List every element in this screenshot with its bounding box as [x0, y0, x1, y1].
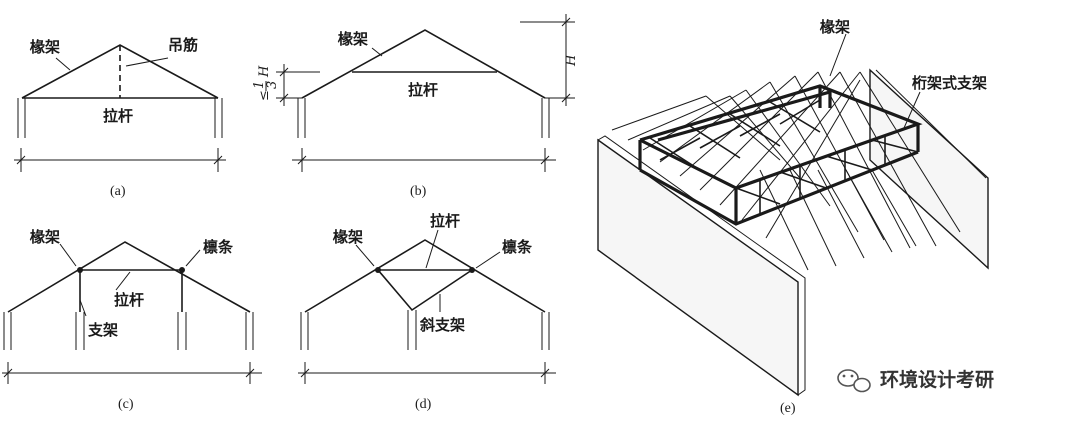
svg-text:H: H: [257, 65, 272, 78]
diagonal-support: [377, 269, 473, 312]
rafter-lines: [7, 241, 251, 313]
span-dimension: [14, 148, 226, 172]
left-wall: [3, 312, 12, 350]
right-wall: [541, 312, 550, 350]
center-wall: [407, 310, 417, 350]
right-wall: [245, 312, 254, 350]
label-truss-support-e: 桁架式支架: [912, 74, 987, 92]
ratio-label: ≤ 1 3 H: [252, 65, 280, 101]
span-dimension: [298, 362, 556, 384]
label-tie-b: 拉杆: [408, 81, 438, 99]
inner-wall-right: [177, 312, 187, 350]
panel-e: 椽架 桁架式支架 (e): [597, 18, 989, 416]
label-rafter-e: 椽架: [819, 18, 850, 36]
panel-b: H ≤ 1 3 H 椽架 拉杆 (b): [252, 14, 579, 199]
span-dimension: [292, 148, 556, 172]
right-wall: [541, 98, 550, 138]
height-dimension: [520, 14, 575, 106]
svg-text:1: 1: [252, 81, 267, 89]
label-hanger-a: 吊筋: [168, 36, 198, 54]
purlin-node-left: [375, 267, 381, 273]
rafter-lines: [304, 239, 546, 313]
tie-height-dimension: [276, 64, 320, 106]
caption-b: (b): [410, 184, 427, 199]
label-rafter-a: 椽架: [29, 38, 60, 56]
panel-d: 椽架 拉杆 檩条 斜支架 (d): [298, 212, 556, 412]
far-wall: [869, 68, 989, 270]
label-rafter-c: 椽架: [29, 228, 60, 246]
label-tie-a: 拉杆: [103, 107, 133, 125]
label-rafter-d: 椽架: [332, 228, 363, 246]
label-diag-support-d: 斜支架: [419, 316, 465, 334]
caption-c: (c): [118, 397, 134, 412]
label-purlin-c: 檩条: [203, 238, 234, 256]
left-wall: [17, 98, 26, 138]
rafters-overhang: [759, 169, 917, 271]
watermark-text: 环境设计考研: [880, 368, 994, 391]
label-support-c: 支架: [87, 321, 118, 339]
purlin-node-left: [77, 267, 83, 273]
height-label: H: [564, 54, 579, 67]
rafter-lines: [301, 29, 546, 99]
right-wall: [214, 98, 223, 138]
label-purlin-d: 檩条: [502, 238, 533, 256]
svg-text:3: 3: [265, 81, 280, 89]
label-rafter-b: 椽架: [337, 30, 368, 48]
span-dimension: [2, 362, 262, 384]
truss-support: [638, 84, 923, 226]
purlin-node-right: [179, 267, 185, 273]
panel-a: 椽架 吊筋 拉杆 (a): [14, 36, 226, 199]
wechat-watermark: 环境设计考研: [837, 368, 994, 393]
inner-wall-left: [75, 312, 85, 350]
left-wall: [300, 312, 309, 350]
caption-a: (a): [110, 184, 126, 199]
label-tie-c: 拉杆: [114, 291, 144, 309]
label-tie-d: 拉杆: [430, 212, 460, 230]
left-wall: [297, 98, 306, 138]
purlin-node-right: [469, 267, 475, 273]
caption-e: (e): [780, 401, 796, 416]
wechat-icon: [837, 369, 871, 393]
caption-d: (d): [415, 397, 432, 412]
svg-text:≤: ≤: [257, 90, 272, 101]
panel-c: 椽架 檩条 拉杆 支架 (c): [2, 228, 262, 412]
